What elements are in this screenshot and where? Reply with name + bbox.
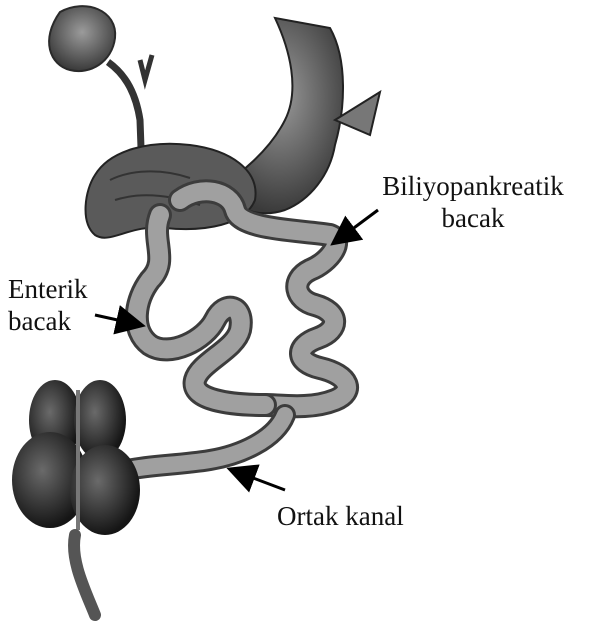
- enteric-limb-label: Enterik bacak: [8, 273, 87, 337]
- enteric-limb: [137, 215, 265, 405]
- biliopancreatic-label-line2: bacak: [378, 202, 568, 234]
- common-channel: [128, 415, 285, 470]
- enteric-label-line2: bacak: [8, 305, 87, 337]
- biliopancreatic-limb-label: Biliyopankreatik bacak: [378, 170, 568, 234]
- colon-icon: [12, 380, 140, 615]
- common-channel-label: Ortak kanal: [277, 500, 404, 532]
- enteric-label-line1: Enterik: [8, 273, 87, 305]
- biliopancreatic-label-line1: Biliyopankreatik: [378, 170, 568, 202]
